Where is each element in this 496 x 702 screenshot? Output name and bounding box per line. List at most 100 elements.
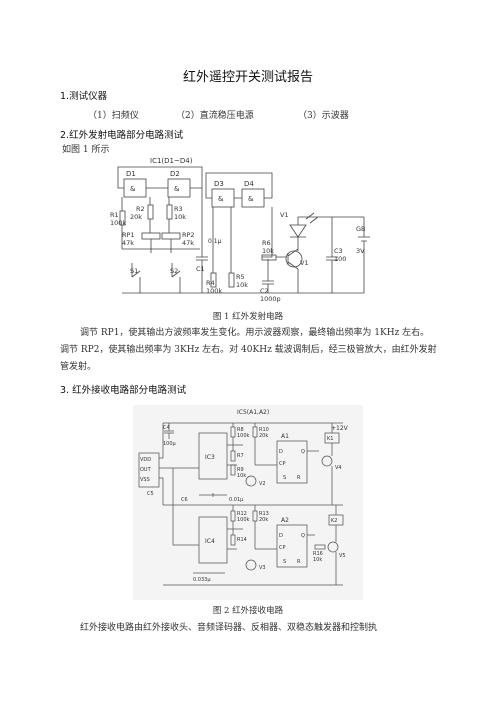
rp2-label: RP2 [182, 231, 195, 239]
r1-label: R1 [110, 211, 119, 219]
resistor-r3 [166, 204, 173, 220]
a1-pin-cp: CP [279, 461, 286, 467]
a1-label: A1 [281, 433, 289, 440]
c3-value: 100 [334, 255, 346, 263]
v1-label: V1 [300, 259, 309, 267]
capacitor-symbol [199, 493, 227, 497]
rp1-label: RP1 [122, 231, 135, 239]
ir-led-symbol [289, 224, 307, 238]
switch-s1 [131, 263, 141, 293]
resistor-r6 [261, 254, 277, 261]
rp1-value: 47k [122, 239, 134, 247]
c1-label: C1 [196, 265, 205, 273]
a1-pin-s: S [283, 475, 286, 481]
ir-receiver-head [138, 452, 160, 488]
vss-pin-label: VSS [140, 477, 150, 483]
vcc-label: +12V [331, 425, 349, 432]
section-heading-instruments: 1.测试仪器 [60, 91, 108, 102]
ic3-label: IC3 [205, 454, 215, 461]
r12-value: 100k [237, 517, 250, 523]
c4-value: 100μ [163, 441, 177, 447]
gb-label: GB [356, 225, 366, 233]
c4-label: C4 [163, 425, 170, 431]
wire [232, 505, 256, 549]
transistor-v5 [327, 541, 339, 553]
r10-label: R10 [259, 427, 269, 433]
wire [297, 216, 364, 293]
r16-label: R16 [313, 551, 323, 557]
capacitor-c1 [196, 251, 208, 293]
battery-gb [358, 217, 370, 293]
potentiometer-rp1 [141, 232, 161, 240]
r5-value: 10k [236, 281, 248, 289]
gate-d2-amp: & [174, 185, 180, 193]
section-heading-receiver: 3. 红外接收电路部分电路测试 [60, 385, 187, 396]
figure-2-caption: 图 2 红外接收电路 [212, 606, 284, 616]
figure-1-caption: 图 1 红外发射电路 [212, 312, 284, 322]
ir-emission-arrows [305, 212, 319, 224]
r9-value: 10k [237, 473, 246, 479]
r4-value: 100k [206, 287, 222, 295]
out-pin-label: OUT [140, 467, 152, 473]
instrument-list: （1）扫频仪 （2）直流稳压电源 （3）示波器 [88, 108, 428, 121]
r4-label: R4 [206, 279, 215, 287]
wire [172, 468, 243, 550]
r13-label: R13 [259, 511, 269, 517]
r16-value: 10k [313, 557, 322, 563]
c6-label: C6 [181, 497, 188, 503]
a2-pin-r: R [297, 559, 301, 565]
capacitor-c3 [326, 217, 338, 293]
flip-flop-a2 [276, 524, 308, 568]
instrument-item: （2）直流稳压电源 [176, 111, 254, 121]
resistor-r5 [228, 272, 235, 288]
wire [205, 172, 273, 199]
transistor-v4 [321, 455, 333, 467]
wire [159, 423, 173, 505]
wire [163, 505, 343, 586]
gate-d1-label: D1 [126, 170, 136, 178]
ic3-decoder-chip [198, 432, 228, 480]
transistor-v1 [285, 250, 303, 268]
wire [121, 197, 170, 249]
wire [117, 166, 203, 189]
gate-d3-amp: & [218, 195, 224, 203]
k2-label: K2 [331, 518, 337, 524]
ir-transmitter-circuit-diagram: IC1(D1~D4) D1 & D2 & D3 & D4 & R1 100k R… [110, 157, 370, 303]
r6-value: 10k [262, 247, 274, 255]
cap-0-01u-value: 0.01μ [229, 497, 244, 503]
wire [262, 207, 286, 258]
wire [212, 207, 232, 273]
wire [232, 423, 256, 465]
r8-label: R8 [237, 427, 244, 433]
k1-label: K1 [327, 436, 333, 442]
gate-d1-amp: & [130, 185, 136, 193]
ir-led-label: V1 [280, 211, 289, 219]
rp2-value: 47k [182, 239, 194, 247]
ir-receiver-circuit-diagram: IC5(A1,A2) +12V VDD OUT VSS C5 C4 100μ I… [133, 405, 363, 600]
wire [122, 239, 200, 253]
page-title: 红外遥控开关测试报告 [182, 70, 313, 85]
section-heading-transmitter: 2.红外发射电路部分电路测试 [60, 130, 184, 141]
gate-d3-label: D3 [214, 180, 224, 188]
a2-pin-cp: CP [279, 545, 286, 551]
capacitor-c2 [262, 259, 274, 293]
c2-label: C2 [260, 287, 269, 295]
a2-pin-d: D [279, 533, 283, 539]
v3-label: V3 [259, 565, 266, 571]
r5-label: R5 [236, 273, 245, 281]
v5-label: V5 [339, 553, 346, 559]
figure-reference: 如图 1 所示 [62, 145, 110, 155]
ic5-label: IC5(A1,A2) [237, 409, 269, 416]
gate-d4-label: D4 [244, 180, 254, 188]
r3-value: 10k [174, 213, 186, 221]
a2-label: A2 [281, 517, 289, 524]
v4-label: V4 [335, 465, 342, 471]
a2-pin-q: Q [301, 533, 305, 539]
wire [255, 450, 319, 466]
gate-d2-label: D2 [170, 170, 180, 178]
vdd-pin-label: VDD [140, 457, 151, 463]
instrument-item: （1）扫频仪 [88, 111, 139, 121]
c3-label: C3 [334, 247, 343, 255]
c1-value: 0.1μ [208, 238, 222, 245]
